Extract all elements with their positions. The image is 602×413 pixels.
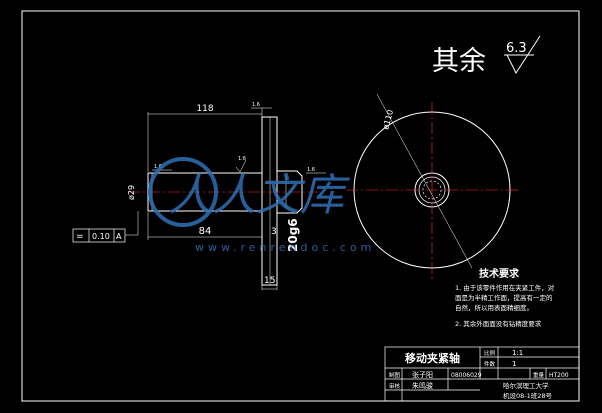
scale-value: 1:1 — [512, 349, 523, 357]
tolerance-symbol: = — [76, 232, 84, 242]
roughness-mark-3: 1.6 — [306, 167, 326, 174]
class-name: 机设08-1班28号 — [503, 391, 553, 400]
roughness-mark-4: 1.6 — [235, 156, 247, 173]
tech-item-3: 自然，所以用表面精细度。 — [455, 303, 533, 312]
roughness-symbol-icon — [504, 35, 541, 75]
draw-label: 制图 — [389, 371, 401, 379]
dim-15: 15 — [264, 276, 275, 286]
dim-fit-20g6: 20g6 — [286, 218, 300, 252]
part-name: 移动夹紧轴 — [405, 351, 460, 365]
shaft-end-view: ø110 — [346, 93, 520, 279]
watermark-logo-icon — [148, 157, 218, 227]
dim-3: 3 — [271, 227, 277, 237]
qty-label: 件数 — [484, 360, 496, 368]
dim-84: 84 — [199, 226, 212, 237]
tech-title: 技术要求 — [479, 267, 520, 280]
svg-text:1.6: 1.6 — [154, 164, 162, 170]
watermark: 人人文库 www.renrendoc.com — [148, 157, 375, 254]
dim-118: 118 — [196, 104, 213, 114]
boss-outline — [277, 170, 303, 214]
qty-value: 1 — [512, 360, 516, 368]
dim-diameter-29: ø29 — [127, 185, 136, 200]
dim-overall-length: 118 — [147, 104, 263, 172]
roughness-mark-1: 1.6 — [152, 164, 172, 171]
watermark-text: 人人文库 — [168, 170, 351, 221]
drawer-name: 张子阳 — [412, 370, 433, 379]
other-surfaces-label: 其余 — [432, 46, 486, 77]
tech-item-4: 2. 其余外面面没有钻精度要求 — [455, 319, 542, 328]
dim-diameter-110: ø110 — [381, 109, 395, 131]
check-label: 审核 — [389, 382, 401, 390]
diameter-leader — [376, 93, 473, 269]
school-name: 哈尔滨理工大学 — [503, 381, 549, 390]
checker-name: 朱鸣骏 — [412, 381, 433, 390]
drawing-border — [21, 10, 580, 402]
watermark-url: www.renrendoc.com — [195, 241, 375, 254]
title-block-text: 移动夹紧轴 比例 1:1 件数 1 制图 张子阳 08006029 重量 HT2… — [389, 349, 569, 400]
drawing-code: 08006029 — [451, 372, 482, 379]
dim-shaft-length: 84 — [147, 212, 262, 240]
shaft-side-view: 118 84 3 15 ø29 20g6 1.6 1.6 — [72, 102, 326, 290]
material: HT200 — [549, 372, 569, 379]
svg-text:1.6: 1.6 — [238, 156, 246, 162]
roughness-value: 6.3 — [506, 41, 527, 56]
tech-item-1: 1. 由于该零件作用在夹紧工件，对 — [455, 283, 555, 292]
scale-label: 比例 — [484, 349, 496, 357]
svg-text:1.6: 1.6 — [307, 167, 315, 173]
tech-item-2: 面是为半精工作面，提高有一定的 — [455, 293, 553, 302]
technical-requirements: 技术要求 1. 由于该零件作用在夹紧工件，对 面是为半精工作面，提高有一定的 自… — [455, 267, 555, 328]
svg-text:1.6: 1.6 — [252, 102, 260, 108]
dim-flange-width: 15 — [261, 276, 278, 290]
tolerance-value: 0.10 — [92, 232, 110, 241]
roughness-mark-2: 1.6 — [251, 102, 272, 109]
tolerance-frame: = 0.10 A — [72, 211, 139, 243]
flange-outline — [261, 116, 278, 286]
surface-roughness-note: 其余 6.3 — [432, 35, 541, 77]
mass-label: 重量 — [533, 371, 545, 379]
tolerance-datum: A — [116, 232, 122, 241]
title-block — [384, 346, 580, 402]
